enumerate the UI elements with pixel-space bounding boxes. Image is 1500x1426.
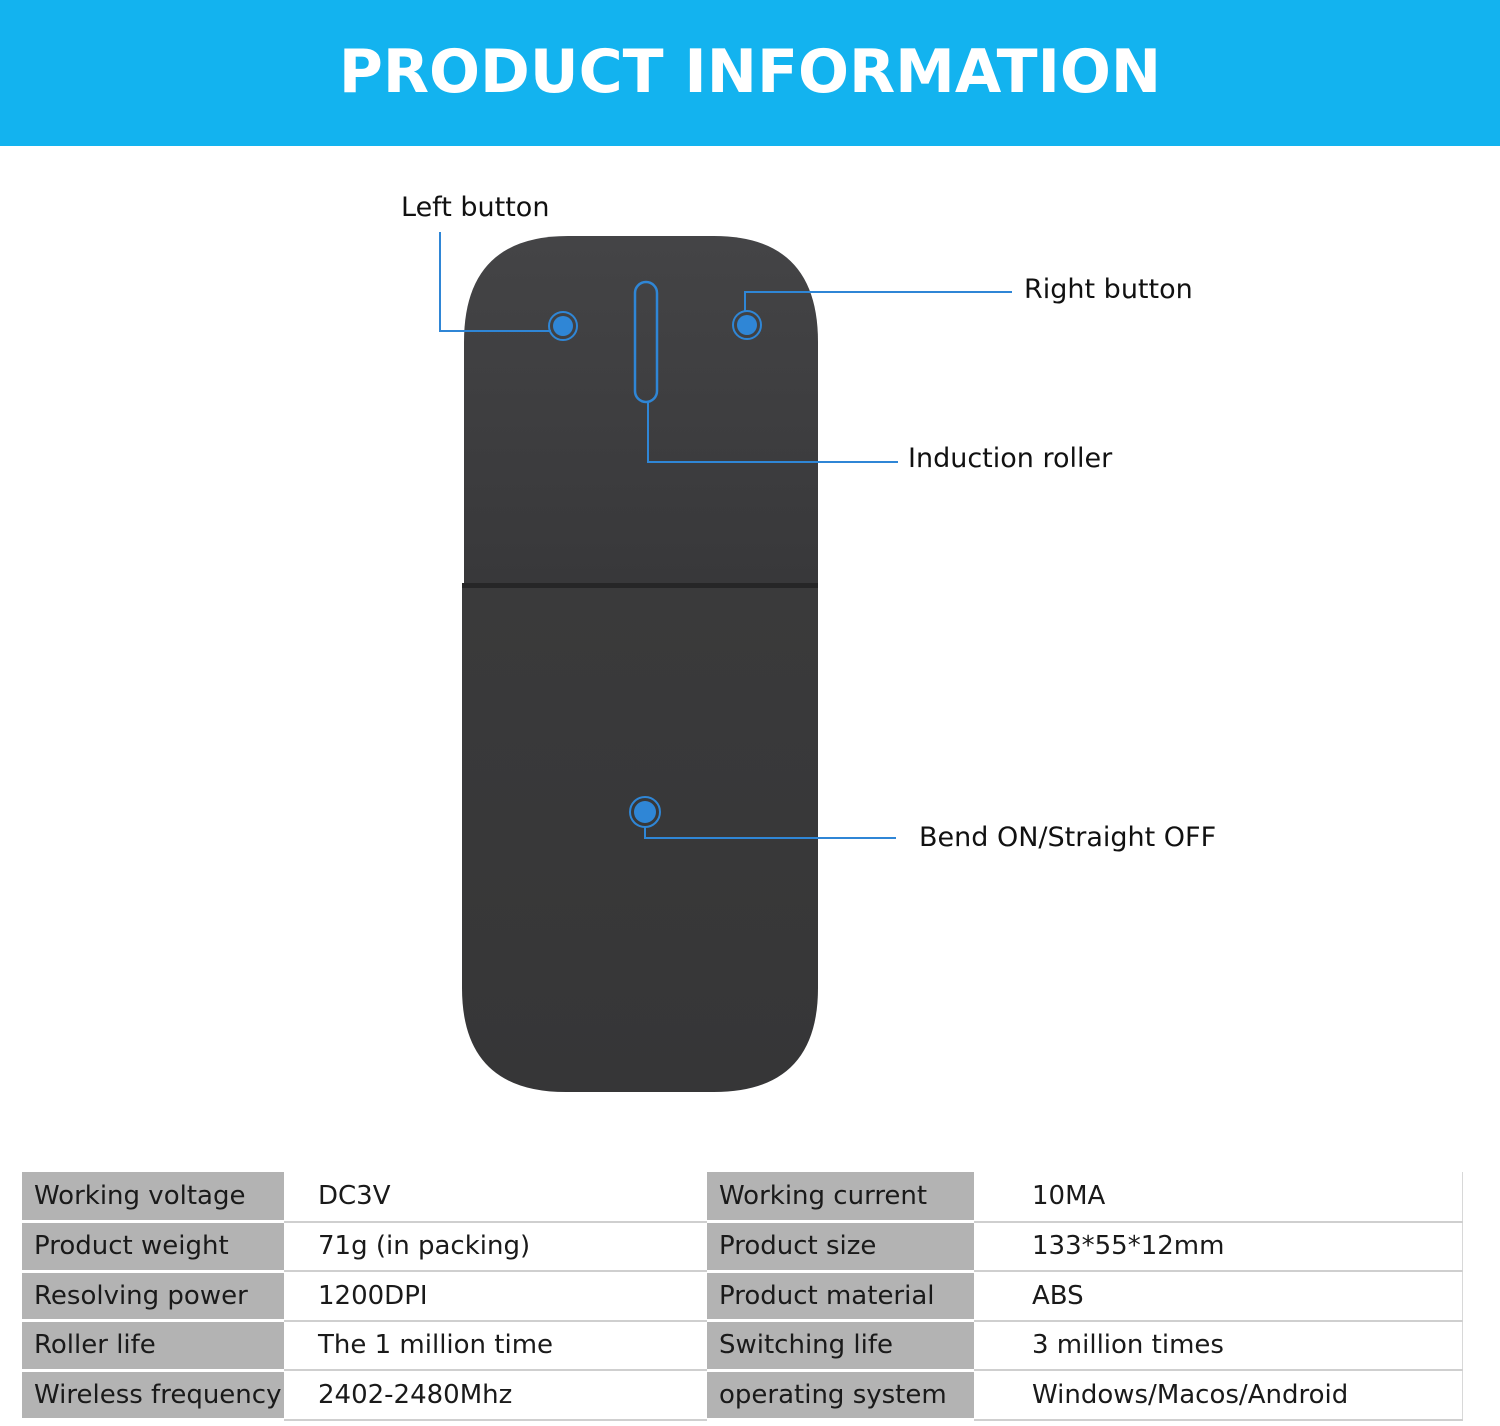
spec-key: Resolving power — [22, 1271, 284, 1322]
spec-table: Working voltage DC3V Working current 10M… — [22, 1172, 1463, 1421]
spec-value: Windows/Macos/Android — [974, 1370, 1463, 1421]
left-button-marker — [548, 311, 578, 341]
spec-value: 10MA — [974, 1172, 1463, 1223]
mouse-upper-body — [464, 236, 818, 586]
spec-value: DC3V — [284, 1172, 707, 1223]
roller-line — [647, 402, 898, 463]
table-row: Roller life The 1 million time Switching… — [22, 1320, 1463, 1372]
page-title: PRODUCT INFORMATION — [338, 37, 1162, 107]
spec-value: 71g (in packing) — [284, 1221, 707, 1272]
spec-value: 1200DPI — [284, 1271, 707, 1322]
bend-switch-line — [644, 826, 896, 839]
left-button-label: Left button — [401, 192, 550, 223]
product-diagram: Left button Right button Induction rolle… — [0, 146, 1500, 1166]
header-banner: PRODUCT INFORMATION — [0, 0, 1500, 146]
spec-key: Roller life — [22, 1320, 284, 1372]
spec-key: Working current — [707, 1172, 974, 1223]
table-row: Working voltage DC3V Working current 10M… — [22, 1172, 1463, 1223]
spec-value: 3 million times — [974, 1320, 1463, 1371]
right-button-label: Right button — [1024, 274, 1193, 305]
spec-key: Product weight — [22, 1221, 284, 1273]
mouse-seam — [462, 583, 818, 588]
left-button-line — [439, 232, 551, 332]
mouse-lower-body — [462, 584, 818, 1092]
table-row: Wireless frequency 2402-2480Mhz operatin… — [22, 1370, 1463, 1421]
table-row: Resolving power 1200DPI Product material… — [22, 1271, 1463, 1322]
spec-key: Product size — [707, 1221, 974, 1273]
spec-value: 133*55*12mm — [974, 1221, 1463, 1272]
spec-value: The 1 million time — [284, 1320, 707, 1371]
spec-key: Switching life — [707, 1320, 974, 1372]
roller-slot — [633, 280, 659, 404]
spec-key: Product material — [707, 1271, 974, 1322]
right-button-marker — [732, 310, 762, 340]
spec-value: 2402-2480Mhz — [284, 1370, 707, 1421]
table-row: Product weight 71g (in packing) Product … — [22, 1221, 1463, 1273]
induction-roller-label: Induction roller — [908, 443, 1113, 474]
spec-key: Working voltage — [22, 1172, 284, 1223]
mouse-illustration — [439, 232, 1012, 1092]
spec-value: ABS — [974, 1271, 1463, 1322]
bend-switch-label: Bend ON/Straight OFF — [919, 822, 1217, 853]
right-button-line — [744, 291, 1012, 312]
spec-key: operating system — [707, 1370, 974, 1421]
spec-key: Wireless frequency — [22, 1370, 284, 1421]
